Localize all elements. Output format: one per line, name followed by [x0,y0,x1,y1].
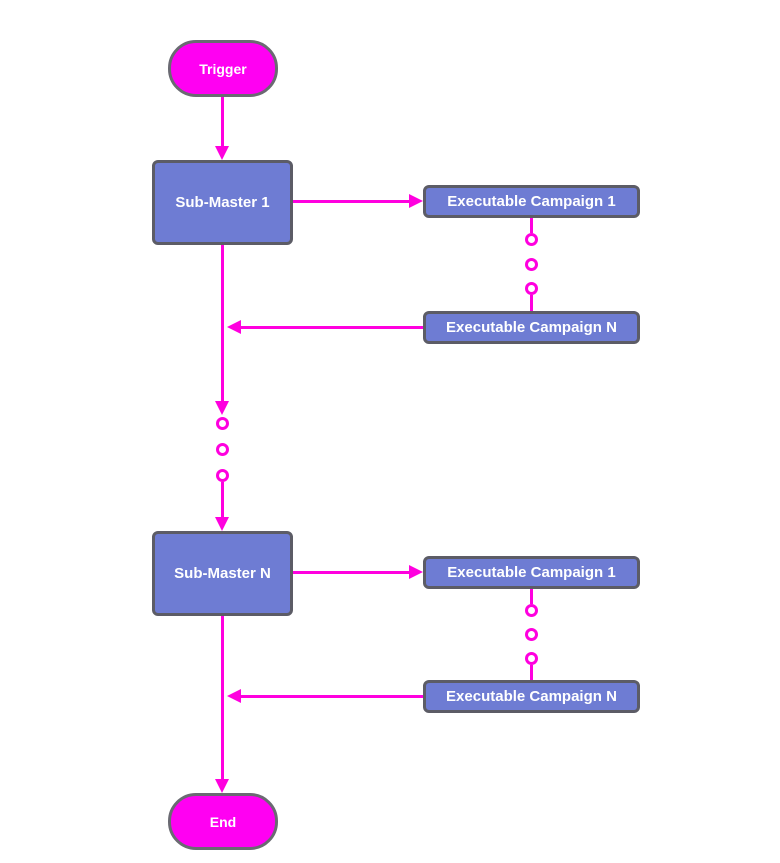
node-sub-master-1-label: Sub-Master 1 [175,194,270,211]
node-executable-campaign-n-top: Executable Campaign N [423,311,640,344]
main-line-sub-master-n-to-end [221,616,224,779]
node-executable-campaign-1-bottom-label: Executable Campaign 1 [447,564,616,581]
ellipsis-bottom-group-stub-lower [530,665,533,680]
node-trigger-label: Trigger [199,60,247,77]
edge-campaign-n-bottom-arrowhead [227,689,241,703]
ellipsis-dot [216,469,229,482]
node-trigger: Trigger [168,40,278,97]
node-end-label: End [209,813,237,830]
edge-sub-master-n-to-campaign-1-line [293,571,409,574]
node-end: End [168,793,278,850]
ellipsis-dot [525,652,538,665]
main-line-arrowhead-upper [215,401,229,415]
node-executable-campaign-n-top-label: Executable Campaign N [446,319,617,336]
edge-sub-master-n-to-campaign-1-arrowhead [409,565,423,579]
edge-campaign-n-bottom-to-main-line [241,695,423,698]
main-line-to-sub-master-n [221,482,224,517]
ellipsis-bottom-group-stub-upper [530,589,533,604]
node-executable-campaign-n-bottom-label: Executable Campaign N [446,688,617,705]
node-executable-campaign-n-bottom: Executable Campaign N [423,680,640,713]
edge-sub-master-1-to-campaign-1-arrowhead [409,194,423,208]
node-sub-master-1: Sub-Master 1 [152,160,293,245]
ellipsis-dot [216,417,229,430]
node-sub-master-n: Sub-Master N [152,531,293,616]
node-sub-master-n-label: Sub-Master N [174,565,271,582]
node-executable-campaign-1-bottom: Executable Campaign 1 [423,556,640,589]
main-line-sub-master-1-down [221,245,224,401]
node-executable-campaign-1-top-label: Executable Campaign 1 [447,193,616,210]
node-executable-campaign-1-top: Executable Campaign 1 [423,185,640,218]
edge-campaign-n-top-to-main-line [241,326,423,329]
edge-trigger-to-sub-master-1-line [221,97,224,146]
edge-trigger-to-sub-master-1-arrowhead [215,146,229,160]
main-line-arrowhead-into-sub-master-n [215,517,229,531]
ellipsis-top-group-stub-lower [530,295,533,311]
edge-campaign-n-top-arrowhead [227,320,241,334]
ellipsis-dot [525,604,538,617]
edge-to-end-arrowhead [215,779,229,793]
ellipsis-dot [216,443,229,456]
ellipsis-top-group-stub-upper [530,218,533,233]
ellipsis-dot [525,628,538,641]
ellipsis-dot [525,233,538,246]
ellipsis-dot [525,258,538,271]
edge-sub-master-1-to-campaign-1-line [293,200,409,203]
ellipsis-dot [525,282,538,295]
